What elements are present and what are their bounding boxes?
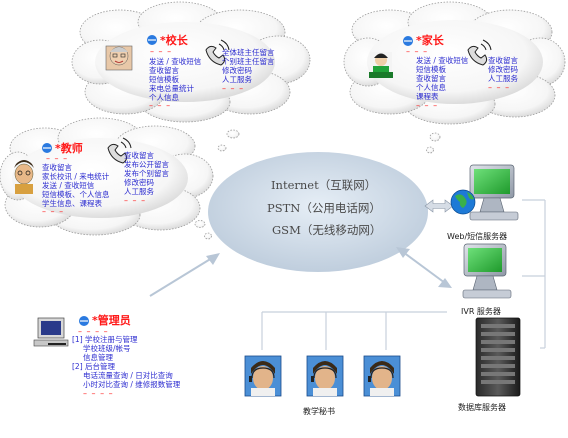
parent-role-label: *家长 xyxy=(416,34,444,47)
principal-item: 来电总量统计 xyxy=(149,84,194,93)
parent-item: 短信模板 xyxy=(416,65,446,74)
parent-item: 发送 / 查收短信 xyxy=(416,56,469,65)
network-pstn-label: PSTN（公用电话网） xyxy=(267,201,381,215)
teacher-item: 学生信息、课程表 xyxy=(42,199,102,208)
parent-item: 查收留言 xyxy=(488,56,518,65)
admin-item: 学校班级/帐号 xyxy=(83,344,131,353)
parent-dashes: – – – xyxy=(406,47,429,56)
admin-item: [2] 后台管理 xyxy=(72,362,116,371)
ie-icon xyxy=(42,35,413,326)
connector-lines xyxy=(261,199,546,350)
operator-icon-2 xyxy=(306,355,344,397)
operator-icon-3 xyxy=(363,355,401,397)
principal-item: 修改密码 xyxy=(222,66,252,75)
principal-dashes: – – – xyxy=(150,47,173,56)
web-server-computer xyxy=(450,164,519,221)
teacher-item: 查收留言 xyxy=(124,151,154,160)
web-server-label: Web/短信服务器 xyxy=(447,232,508,241)
principal-item: – – – xyxy=(222,84,245,93)
phone-icon xyxy=(107,39,492,164)
parent-item: 查收留言 xyxy=(416,74,446,83)
network-gsm-label: GSM（无线移动网） xyxy=(272,223,382,237)
arrow-network-to-web xyxy=(424,199,454,213)
parent-item: 个人信息 xyxy=(416,83,446,92)
teacher-item: 短信模板、个人信息 xyxy=(42,190,110,199)
principal-item: 个人信息 xyxy=(149,93,179,102)
parent-avatar xyxy=(369,52,393,78)
teacher-item: 查收留言 xyxy=(42,163,72,172)
ivr-server-label: IVR 服务器 xyxy=(461,307,501,316)
operator-icon-1 xyxy=(244,355,282,397)
principal-item: 个别班主任留言 xyxy=(222,57,275,66)
principal-role-label: *校长 xyxy=(160,34,188,47)
teacher-role-label: *教师 xyxy=(55,142,83,155)
teacher-item: 家长校讯 / 来电统计 xyxy=(42,172,110,181)
parent-item: – – – xyxy=(416,101,439,110)
parent-item: 课程表 xyxy=(416,92,439,101)
parent-item: 人工服务 xyxy=(488,74,518,83)
admin-dashes: – – – – xyxy=(78,327,109,336)
admin-computer-icon xyxy=(33,317,69,347)
teacher-item: 修改密码 xyxy=(124,178,154,187)
arrow-network-to-ivr xyxy=(396,247,452,288)
arrow-admin-to-network xyxy=(149,253,220,297)
admin-item: [1] 学校注册与管理 xyxy=(72,335,138,344)
admin-item: 电话流量查询 / 日对比查询 xyxy=(83,371,173,380)
teacher-item: 发布个别留言 xyxy=(124,169,169,178)
teacher-avatar xyxy=(14,160,34,194)
teacher-item: – – – xyxy=(124,196,147,205)
parent-item: – – – xyxy=(488,83,511,92)
teacher-item: 发送 / 查收短信 xyxy=(42,181,95,190)
teacher-item: – – – xyxy=(42,207,65,216)
network-ellipse xyxy=(208,152,428,272)
teacher-item: 发布公开留言 xyxy=(124,160,169,169)
principal-cloud xyxy=(71,1,311,152)
teacher-dashes: – – – xyxy=(46,154,69,163)
teacher-item: 人工服务 xyxy=(124,187,154,196)
principal-item: 发送 / 查收短信 xyxy=(149,57,202,66)
admin-item: 信息管理 xyxy=(83,353,113,362)
secretary-label: 教学秘书 xyxy=(303,407,335,416)
principal-item: 全体班主任留言 xyxy=(222,48,275,57)
principal-item: 人工服务 xyxy=(222,75,252,84)
principal-item: 查收留言 xyxy=(149,66,179,75)
db-server-label: 数据库服务器 xyxy=(458,403,506,412)
admin-item: 小时对比查询 / 维修报数管理 xyxy=(83,380,181,389)
admin-item: – – – – xyxy=(83,389,114,398)
principal-avatar xyxy=(105,45,133,71)
network-internet-label: Internet（互联网） xyxy=(271,178,377,192)
principal-item: – – – xyxy=(149,101,172,110)
parent-item: 修改密码 xyxy=(488,65,518,74)
admin-role-label: *管理员 xyxy=(92,314,131,327)
database-server-rack xyxy=(475,317,521,397)
principal-item: 短信模板 xyxy=(149,75,179,84)
ivr-server-computer xyxy=(462,243,512,299)
